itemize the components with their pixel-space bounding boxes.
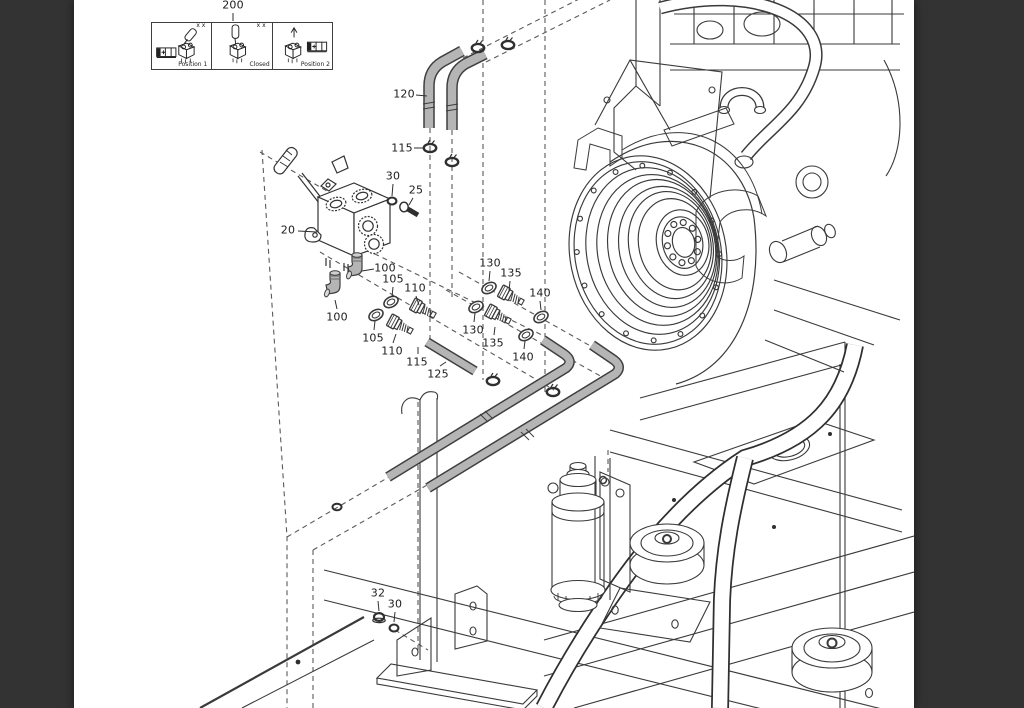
hose-long-b <box>426 341 623 492</box>
legend-caption: Position 1 <box>178 61 208 68</box>
grommet <box>331 502 343 512</box>
leader-line-120 <box>415 94 428 97</box>
valve-position-legend: x x Position 1 x x <box>151 22 333 70</box>
clamp-115 <box>470 38 486 54</box>
leader-line-32 <box>377 600 380 612</box>
leader-line-100 <box>334 299 338 310</box>
housing-ear-left <box>573 127 623 171</box>
clamp-115 <box>500 35 516 51</box>
engine-assembly <box>594 0 904 373</box>
fitting-135 <box>483 303 514 328</box>
leader-line-140 <box>539 300 542 311</box>
leader-line-30 <box>391 183 394 197</box>
nut-30 <box>388 623 400 633</box>
parts-diagram <box>199 0 914 708</box>
legend-marks: x x <box>256 22 266 29</box>
leader-line-105 <box>391 286 394 298</box>
ring-140 <box>516 326 536 344</box>
leader-line-100 <box>361 268 375 272</box>
flywheel-housing <box>568 107 768 385</box>
legend-cell-position-2: Position 2 <box>273 23 332 69</box>
engine-mount-2 <box>791 627 874 699</box>
clamp-115 <box>485 371 501 387</box>
leader-line-130 <box>473 312 476 323</box>
callout-leader-lines <box>232 13 542 623</box>
fitting-110 <box>408 297 439 322</box>
leader-line-25 <box>408 197 414 206</box>
valve-position-2-icon <box>283 26 327 64</box>
hose-120-b <box>447 50 487 130</box>
leader-line-110 <box>415 295 420 306</box>
leader-line-140 <box>523 340 526 350</box>
leader-line-110 <box>392 333 397 344</box>
legend-cell-position-1: x x Position 1 <box>152 22 213 69</box>
hose-long-a <box>386 336 574 481</box>
elbow-100 <box>322 270 341 299</box>
leader-line-135 <box>493 326 496 336</box>
bolt-25 <box>399 201 420 218</box>
fuel-filter <box>547 461 631 613</box>
hose-125 <box>425 339 477 374</box>
leader-line-105 <box>373 320 376 331</box>
ring-140 <box>531 308 551 326</box>
roll-bar-tube <box>535 343 864 708</box>
engine-mount <box>599 523 711 643</box>
legend-cell-closed: x x Closed <box>212 22 273 69</box>
washer-105 <box>381 293 401 311</box>
hose-120-a <box>424 47 465 128</box>
leader-line-30 <box>393 611 396 623</box>
fitting-135 <box>496 284 527 309</box>
leader-line-125 <box>439 361 447 367</box>
nut-30 <box>386 196 398 206</box>
clamp-115 <box>545 382 561 398</box>
leader-line-20 <box>297 230 318 233</box>
washer-105 <box>366 306 386 324</box>
leader-line-135 <box>508 280 511 292</box>
oil-tank-icon <box>306 41 327 53</box>
valve-lever-grip <box>273 146 298 175</box>
hoses <box>385 45 624 493</box>
small-parts <box>322 35 561 633</box>
chassis-frame <box>199 341 914 708</box>
nut-32 <box>371 611 387 624</box>
ring-130 <box>466 298 486 316</box>
flange-bolt-holes <box>573 162 723 344</box>
oil-tank-icon <box>156 47 177 58</box>
legend-caption: Position 2 <box>300 61 330 68</box>
hub-bolt-holes <box>663 218 702 267</box>
legend-caption: Closed <box>249 61 270 68</box>
legend-marks: x x <box>196 22 206 29</box>
starter-motor <box>768 223 836 264</box>
fitting-110 <box>385 313 416 338</box>
valve-closed-icon <box>229 24 248 64</box>
control-valve <box>273 146 392 272</box>
valve-position-1-icon <box>156 28 197 64</box>
leader-line-130 <box>488 270 491 282</box>
